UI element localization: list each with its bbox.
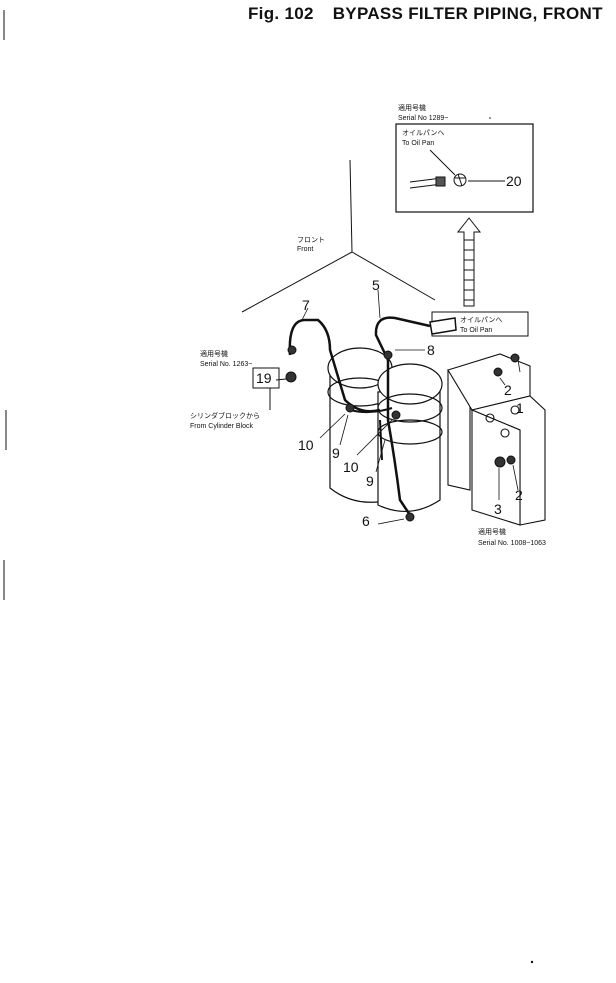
part-number-19: 19 [256, 370, 272, 386]
cylinder-label-en: From Cylinder Block [190, 423, 254, 430]
oil-pan-hose [429, 317, 457, 335]
pipe-7 [288, 318, 381, 413]
mounting-bracket [447, 353, 546, 526]
inset-oilpan-en: To Oil Pan [402, 140, 434, 147]
inset-detail-box [395, 123, 534, 213]
part-number-10b: 10 [343, 459, 359, 475]
front-label-jp: フロント [297, 236, 325, 244]
bypass-filter-right [377, 363, 443, 513]
figure-number: Fig. 102 [248, 4, 314, 23]
pipe-5 [374, 316, 431, 516]
inset-serial-en: Serial No 1289~ [398, 115, 448, 122]
inset-oilpan-jp: オイルパンへ [402, 129, 444, 137]
left-serial-en: Serial No. 1263~ [200, 361, 252, 368]
part-19-box [252, 367, 280, 389]
part-number-20: 20 [506, 173, 522, 189]
scan-specks [489, 117, 534, 964]
leader-lines [301, 289, 521, 525]
bottom-serial-jp: 適用号機 [478, 527, 506, 536]
figure-title: Fig. 102 BYPASS FILTER PIPING, FRONT [248, 4, 603, 24]
front-label-en: Front [297, 246, 313, 253]
inset-hose-end [409, 149, 505, 189]
left-serial-jp: 適用号機 [200, 349, 228, 358]
part-number-3: 3 [494, 501, 502, 517]
oilpan-label-en: To Oil Pan [460, 327, 492, 334]
part-number-5: 5 [372, 277, 380, 293]
front-direction-indicator [241, 159, 436, 313]
part-19-leader [275, 378, 287, 381]
oilpan-label-jp: オイルパンへ [460, 316, 502, 324]
bottom-serial-en: Serial No. 1008~1063 [478, 540, 546, 547]
cylinder-label-jp: シリンダブロックから [190, 411, 260, 420]
part-number-2a: 2 [504, 382, 512, 398]
detail-arrow [456, 217, 482, 307]
part-number-8: 8 [427, 342, 435, 358]
fittings [285, 345, 520, 522]
part-number-1: 1 [516, 400, 524, 416]
figure-caption: BYPASS FILTER PIPING, FRONT [332, 4, 603, 23]
part-number-7: 7 [302, 297, 310, 313]
part-number-9a: 9 [332, 445, 340, 461]
part-number-9b: 9 [366, 473, 374, 489]
part-number-2b: 2 [515, 487, 523, 503]
part-number-6: 6 [362, 513, 370, 529]
inset-serial-jp: 適用号機 [398, 103, 426, 112]
part-number-10a: 10 [298, 437, 314, 453]
scan-margin-marks [3, 10, 7, 600]
